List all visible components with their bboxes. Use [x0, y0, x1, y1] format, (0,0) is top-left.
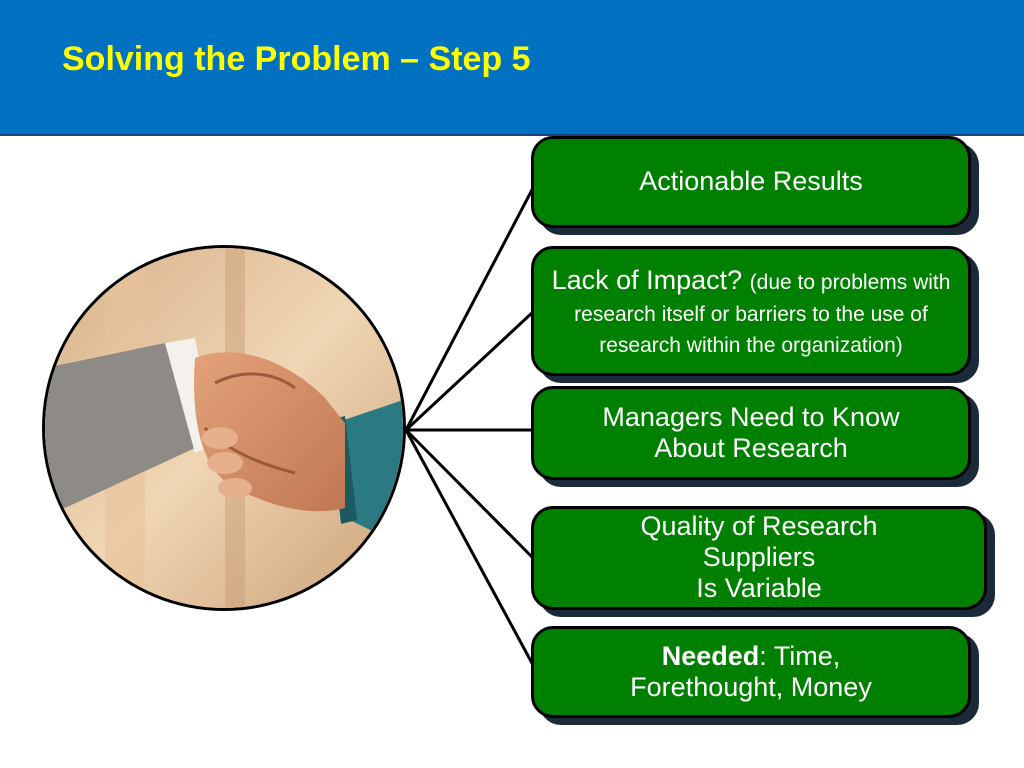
needed-box: Needed: Time, Forethought, Money	[531, 626, 971, 718]
lack-of-impact-detail: (due to problems with research itself or…	[574, 270, 951, 357]
managers-need-line2: About Research	[654, 433, 848, 463]
handshake-photo-icon	[42, 245, 406, 611]
lack-of-impact-main: Lack of Impact?	[551, 264, 750, 295]
slide-header: Solving the Problem – Step 5	[0, 0, 1024, 136]
lack-of-impact-box: Lack of Impact? (due to problems with re…	[531, 246, 971, 376]
needed-line1: Needed: Time,	[662, 641, 841, 672]
connector-line-4	[404, 428, 535, 560]
quality-suppliers-line3: Is Variable	[696, 573, 822, 604]
quality-suppliers-box: Quality of Research Suppliers Is Variabl…	[531, 506, 987, 610]
managers-need-line1: Managers Need to Know	[602, 401, 900, 432]
needed-label: Needed	[661, 640, 760, 671]
connector-line-5	[404, 429, 535, 666]
lack-of-impact-content: Lack of Impact? (due to problems with re…	[548, 261, 954, 361]
needed-rest: : Time,	[759, 640, 841, 671]
quality-suppliers-line1: Quality of Research	[640, 511, 878, 541]
slide-title: Solving the Problem – Step 5	[62, 40, 531, 78]
actionable-results-box: Actionable Results	[531, 136, 971, 228]
managers-need-box: Managers Need to Know About Research	[531, 386, 971, 480]
quality-suppliers-line2: Suppliers	[702, 542, 816, 573]
connector-line-1	[404, 187, 535, 431]
connector-line-2	[404, 310, 535, 432]
needed-line2: Forethought, Money	[630, 672, 872, 702]
actionable-results-text: Actionable Results	[639, 166, 863, 197]
